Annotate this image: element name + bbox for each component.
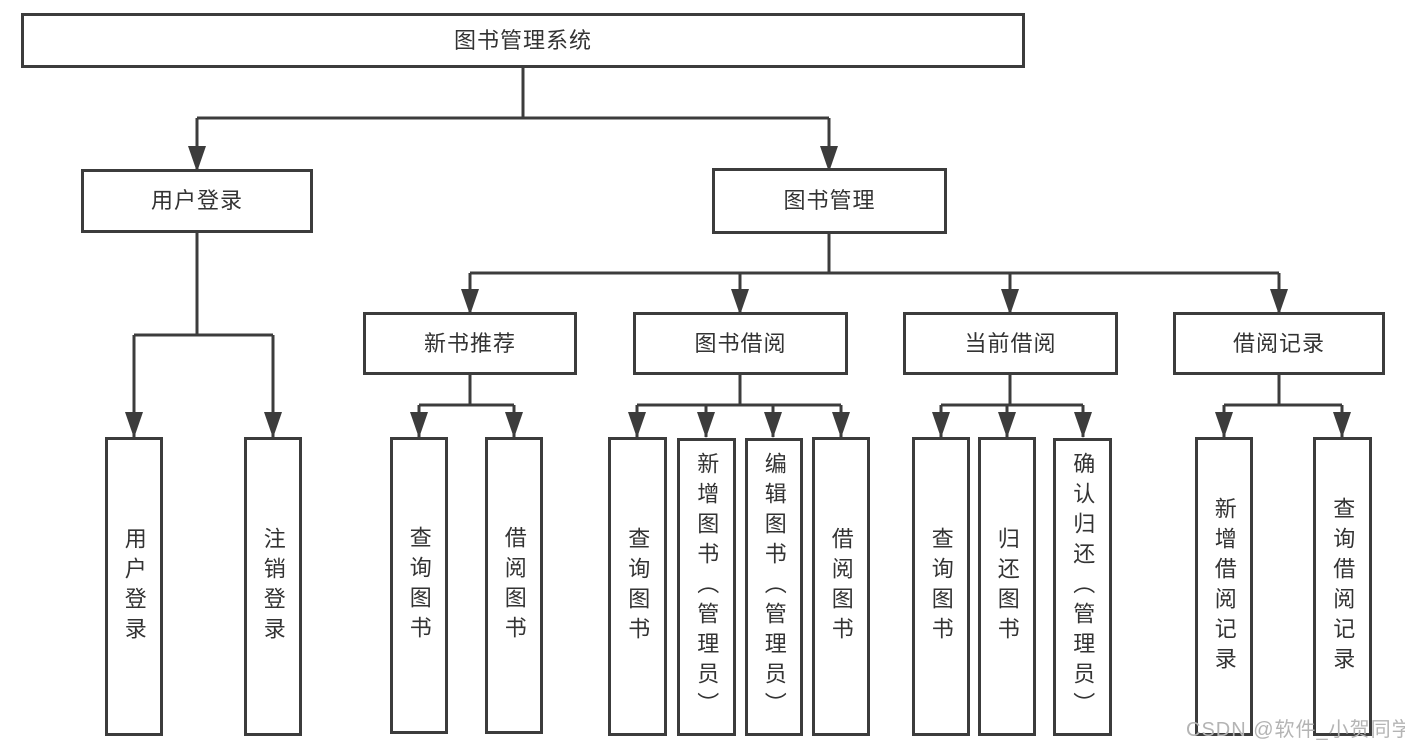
node-label: 借阅图书: [828, 526, 854, 647]
node-label: 归还图书: [994, 526, 1020, 647]
node-label: 图书管理系统: [453, 27, 592, 53]
node-confirm-return-admin: 确认归还（管理员）: [1053, 438, 1112, 736]
connector-arrowheads: [125, 146, 1351, 438]
node-borrow-books-leaf: 借阅图书: [812, 437, 870, 736]
node-book-management: 图书管理: [712, 168, 947, 234]
connector-book-management-to-level3: [468, 234, 1281, 314]
node-add-books-admin: 新增图书（管理员）: [677, 438, 736, 736]
node-book-borrowing: 图书借阅: [633, 312, 848, 375]
connector-root-to-level2: [195, 68, 831, 171]
connector-current-borrow-to-leaves: [939, 375, 1085, 437]
arrow-down-icon: [188, 146, 206, 172]
node-return-books: 归还图书: [978, 437, 1036, 736]
node-add-borrow-record: 新增借阅记录: [1195, 437, 1253, 736]
node-query-books-current: 查询图书: [912, 437, 970, 736]
node-edit-books-admin: 编辑图书（管理员）: [745, 438, 803, 736]
node-label: 查询图书: [928, 526, 954, 647]
arrow-down-icon: [1215, 412, 1233, 438]
arrow-down-icon: [461, 289, 479, 315]
node-label: 注销登录: [260, 526, 286, 647]
node-label: 查询借阅记录: [1330, 496, 1356, 677]
node-label: 图书借阅: [694, 330, 787, 356]
arrow-down-icon: [832, 412, 850, 438]
arrow-down-icon: [820, 146, 838, 172]
node-query-borrow-record: 查询借阅记录: [1313, 437, 1372, 736]
arrow-down-icon: [505, 412, 523, 438]
node-user-login: 用户登录: [81, 169, 313, 233]
arrow-down-icon: [125, 412, 143, 438]
arrow-down-icon: [1270, 289, 1288, 315]
node-query-books-borrow: 查询图书: [608, 437, 667, 736]
node-borrowing-records: 借阅记录: [1173, 312, 1385, 375]
node-label: 新书推荐: [423, 330, 516, 356]
connector-new-book-to-leaves: [417, 375, 516, 437]
node-query-books-recommend: 查询图书: [390, 437, 448, 734]
node-label: 用户登录: [150, 188, 243, 214]
node-label: 查询图书: [406, 525, 432, 646]
node-label: 编辑图书（管理员）: [761, 452, 787, 722]
connector-user-login-to-leaves: [132, 233, 275, 437]
arrow-down-icon: [410, 412, 428, 438]
node-label: 确认归还（管理员）: [1070, 452, 1096, 722]
arrow-down-icon: [1333, 412, 1351, 438]
arrow-down-icon: [1001, 289, 1019, 315]
node-current-borrowing: 当前借阅: [903, 312, 1118, 375]
arrow-down-icon: [697, 412, 715, 438]
node-label: 新增图书（管理员）: [694, 452, 720, 722]
node-label: 查询图书: [625, 526, 651, 647]
node-label: 当前借阅: [964, 330, 1057, 356]
arrow-down-icon: [932, 412, 950, 438]
node-borrow-books-recommend: 借阅图书: [485, 437, 543, 734]
arrow-down-icon: [628, 412, 646, 438]
arrow-down-icon: [764, 412, 782, 438]
arrow-down-icon: [264, 412, 282, 438]
node-label: 图书管理: [783, 188, 876, 214]
node-logout-login-leaf: 注销登录: [244, 437, 302, 736]
node-label: 用户登录: [121, 526, 147, 647]
connector-line-segments: [132, 68, 1344, 437]
arrow-down-icon: [1074, 412, 1092, 438]
watermark-text: CSDN @软件_小贺同学: [1186, 719, 1405, 741]
node-new-book-recommendation: 新书推荐: [363, 312, 577, 375]
arrow-down-icon: [998, 412, 1016, 438]
connector-book-borrow-to-leaves: [635, 375, 843, 437]
node-library-management-system: 图书管理系统: [21, 13, 1025, 68]
connector-borrow-record-to-leaves: [1222, 375, 1344, 437]
node-label: 新增借阅记录: [1211, 496, 1237, 677]
node-label: 借阅记录: [1232, 330, 1325, 356]
node-user-login-leaf: 用户登录: [105, 437, 163, 736]
arrow-down-icon: [731, 289, 749, 315]
node-label: 借阅图书: [501, 525, 527, 646]
